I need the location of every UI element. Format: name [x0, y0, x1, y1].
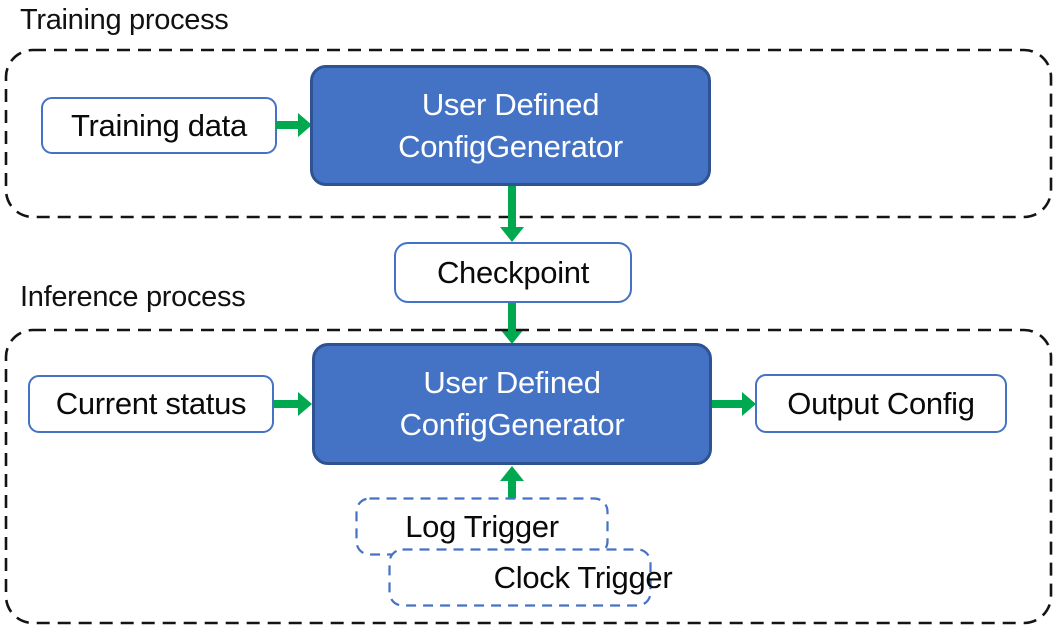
checkpoint-box: Checkpoint	[394, 242, 632, 303]
training-generator-line2: ConfigGenerator	[398, 128, 623, 164]
training-process-label: Training process	[20, 4, 229, 36]
inference-generator-line2: ConfigGenerator	[399, 407, 625, 442]
output-config-box: Output Config	[755, 374, 1007, 433]
current-status-label: Current status	[55, 386, 247, 421]
arrow-generator-to-checkpoint-icon	[500, 186, 524, 242]
arrow-generator-to-output-icon	[712, 392, 756, 416]
training-generator-line1: User Defined	[421, 86, 600, 122]
training-generator-box: User Defined ConfigGenerator	[310, 65, 711, 186]
inference-generator-line1: User Defined	[423, 365, 601, 400]
clock-trigger-box: Clock Trigger	[388, 548, 694, 607]
current-status-box: Current status	[28, 375, 274, 433]
arrow-training-data-to-generator-icon	[276, 113, 312, 137]
log-trigger-label: Log Trigger	[405, 508, 559, 544]
arrow-checkpoint-to-generator-icon	[500, 303, 524, 344]
output-config-label: Output Config	[787, 385, 975, 421]
checkpoint-label: Checkpoint	[436, 254, 590, 290]
arrow-current-status-to-generator-icon	[273, 392, 312, 416]
training-data-box: Training data	[41, 97, 277, 154]
inference-generator-box: User Defined ConfigGenerator	[312, 343, 712, 465]
inference-process-label: Inference process	[20, 281, 246, 313]
training-data-label: Training data	[71, 107, 247, 143]
arrow-triggers-to-generator-icon	[500, 466, 524, 498]
clock-trigger-label: Clock Trigger	[493, 559, 673, 595]
